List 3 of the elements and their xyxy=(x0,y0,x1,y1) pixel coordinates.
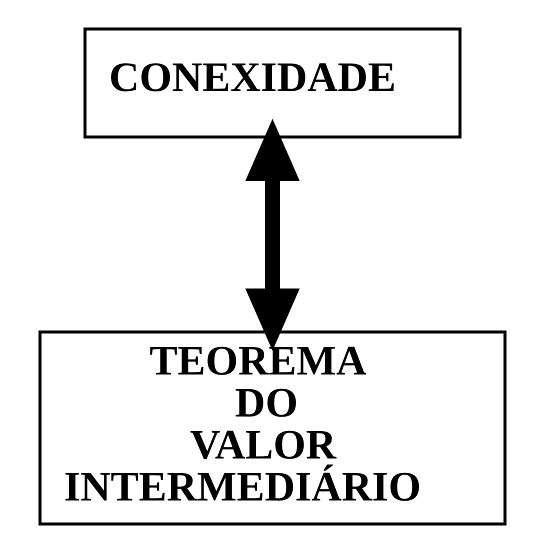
arrow xyxy=(244,118,300,351)
node-box: TEOREMA DO VALOR INTERMEDIÁRIO xyxy=(38,330,506,526)
node-box: CONEXIDADE xyxy=(83,28,461,138)
